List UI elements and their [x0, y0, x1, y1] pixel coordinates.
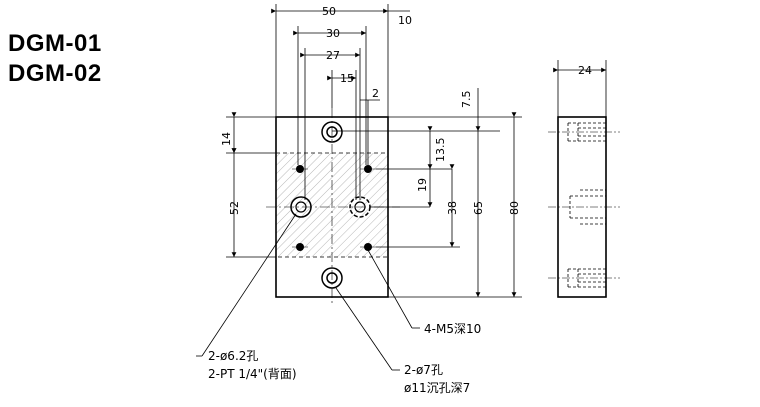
note-m5: 4-M5深10: [424, 322, 481, 336]
note-pt-port: 2-PT 1/4"(背面): [208, 367, 297, 381]
m5-holes: [292, 165, 376, 251]
dim-14: 14: [220, 132, 233, 146]
leader-lines: [196, 213, 420, 371]
dim-15: 15: [340, 72, 354, 85]
dim-27: 27: [326, 49, 340, 62]
side-view: [548, 60, 620, 298]
note-counterbore-11: ø11沉孔深7: [404, 381, 470, 395]
note-hole-6-2: 2-ø6.2孔: [208, 349, 258, 363]
model-title-1: DGM-01: [8, 30, 102, 57]
dim-38: 38: [446, 201, 459, 215]
dim-52: 52: [228, 201, 241, 215]
dim-65: 65: [472, 201, 485, 215]
model-title-2: DGM-02: [8, 60, 102, 87]
left-dimensions: [226, 112, 276, 258]
dim-80: 80: [508, 201, 521, 215]
dim-24: 24: [578, 64, 592, 77]
top-dimensions: [271, 4, 410, 200]
counterbore-bottom: [321, 267, 343, 289]
front-view: [266, 108, 400, 305]
dim-10: 10: [398, 14, 412, 27]
dim-30: 30: [326, 27, 340, 40]
counterbore-top: [321, 121, 343, 143]
port-hole-left: [290, 196, 312, 218]
dim-7-5: 7.5: [460, 91, 473, 109]
dim-19: 19: [416, 178, 429, 192]
dim-50: 50: [322, 5, 336, 18]
right-dimensions: [332, 88, 522, 298]
dim-2: 2: [372, 87, 379, 100]
dim-13-5: 13.5: [434, 138, 447, 163]
note-hole-7: 2-ø7孔: [404, 363, 443, 377]
